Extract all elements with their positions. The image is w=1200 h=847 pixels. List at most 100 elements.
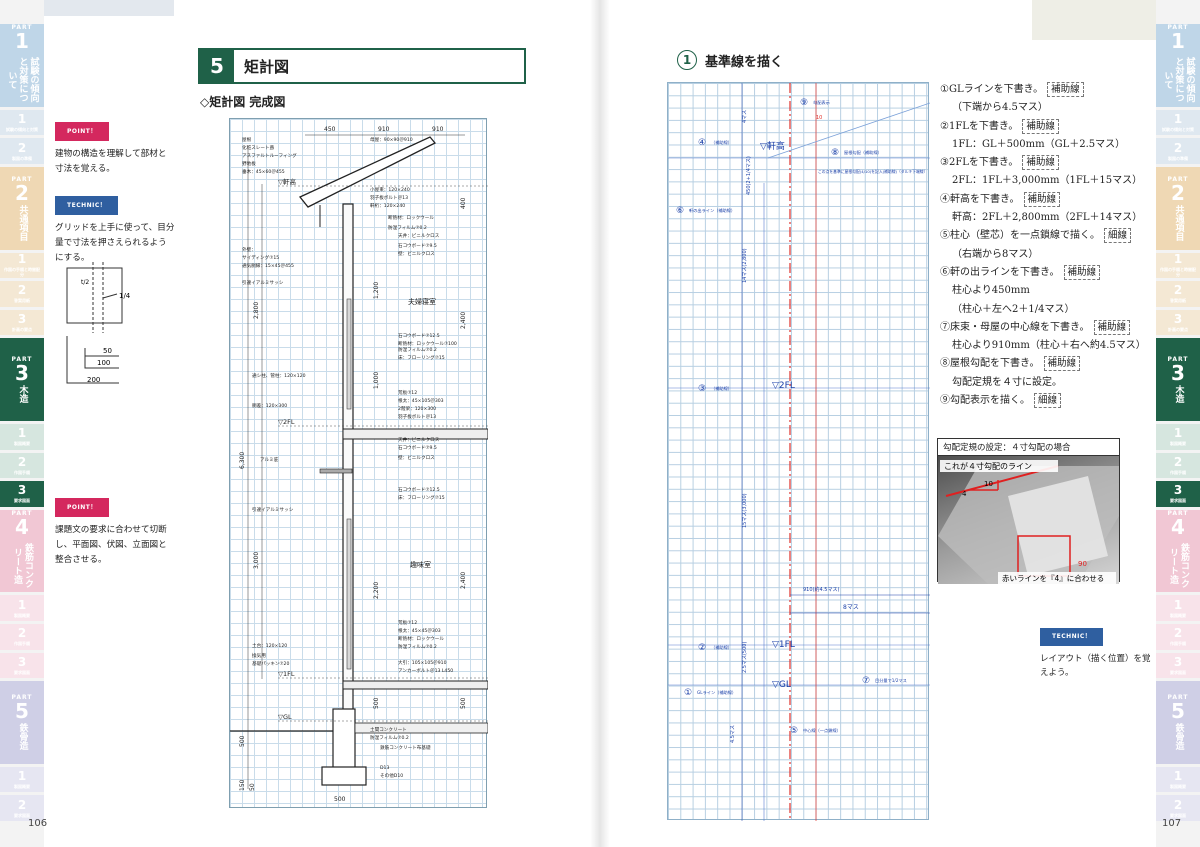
sketch-dimension: 910(約4.5マス) — [803, 586, 839, 593]
level-mark: ▽GL — [278, 713, 292, 721]
chapter-label: 製図の準備 — [1168, 155, 1188, 161]
chapter-number: 2 — [17, 454, 27, 469]
step-detail: 2FL：1FL＋3,000mm（1FL＋15マス） — [940, 172, 1150, 190]
part-label: 鉄筋コンクリート造 — [12, 543, 33, 589]
part-label: 天井：ビニルクロス — [398, 232, 440, 239]
chapter-number: 3 — [1173, 311, 1183, 326]
step-item: ⑨勾配表示を描く。細線 — [940, 392, 1150, 410]
part-number: 2 — [15, 180, 29, 205]
section-heading: 5 矩計図 — [198, 48, 526, 84]
vertical-dimension: 2,400 — [460, 312, 467, 329]
chapter-label: 製図概要 — [1170, 612, 1186, 618]
step-text: ⑧屋根勾配を下書き。 — [940, 358, 1040, 370]
part-number: 2 — [1171, 180, 1185, 205]
part-label: 石コウボード⑦12.5 — [398, 486, 440, 493]
vertical-dimension: 500 — [373, 697, 380, 709]
sketch-dimension: 14マス(2,800) — [742, 248, 748, 283]
chapter-label: 要求図面 — [1170, 498, 1186, 504]
part-label: 通気胴縁：15×45＠455 — [242, 262, 294, 269]
part-label: 化粧スレート葺 — [242, 144, 275, 151]
part-label: 鉄筋コンクリート造 — [1168, 543, 1189, 589]
chapter-number: 2 — [1173, 454, 1183, 469]
sketch-note: （補助線） — [711, 385, 732, 392]
part-number: 4 — [1171, 514, 1185, 539]
photo-image: これが４寸勾配のライン 10 4 90 赤いラインを『4』に合わせる — [938, 456, 1119, 584]
note-technic-1: TECHNIC！ グリッドを上手に使って、目分量で寸法を押さえられるようにする。 — [55, 196, 175, 266]
vertical-dimension: 500 — [239, 735, 246, 747]
slope-value: 10 — [816, 115, 822, 121]
step-item: ②1FLを下書き。補助線 — [940, 118, 1150, 136]
part-number: 5 — [15, 699, 29, 724]
part-word: PART — [1167, 509, 1189, 517]
part-label: 引違イアルミサッシ — [242, 279, 284, 286]
page-number-left: 106 — [28, 818, 48, 829]
drawing-subheading: ◇矩計図 完成図 — [200, 95, 286, 109]
step-detail: 柱心より450mm — [940, 282, 1150, 300]
step-text: 2FL：1FL＋3,000mm（1FL＋15マス） — [952, 175, 1143, 187]
level-mark: ▽軒高 — [278, 177, 296, 186]
chapter-number: 3 — [1173, 654, 1183, 669]
vertical-dimension: 400 — [460, 197, 467, 209]
chapter-number: 2 — [17, 626, 27, 641]
part-label: 羽子板ボルト＠13 — [398, 413, 436, 420]
chapter-label: 要求図面 — [1170, 812, 1186, 818]
part-label: 共通項目 — [1173, 204, 1184, 241]
technic-text-right: レイアウト（描く位置）を覚えよう。 — [1040, 654, 1151, 678]
part-label: 防湿フィルム⑦0.2 — [398, 643, 437, 650]
note-text: グリッドを上手に使って、目分量で寸法を押さえられるようにする。 — [55, 223, 175, 263]
part-label: 母屋：90×90＠910 — [370, 137, 413, 143]
line-type-tag: 補助線 — [1043, 356, 1081, 372]
chapter-number: 2 — [1173, 626, 1183, 641]
part-label: 試験の傾向と対策について — [1162, 57, 1195, 103]
part-word: PART — [1167, 175, 1189, 183]
vertical-dimension: 2,200 — [373, 582, 380, 599]
part-label: 鉄筋コンクリート布基礎 — [380, 744, 431, 751]
label-10: 10 — [984, 480, 993, 488]
line-type-tag: 補助線 — [1023, 191, 1061, 207]
step-text: 柱心より450mm — [952, 285, 1030, 297]
chapter-label: 要求図面 — [14, 812, 30, 818]
sketch-note: （補助線） — [711, 644, 732, 651]
chapter-number: 1 — [17, 769, 27, 784]
part-number: 3 — [1171, 361, 1185, 386]
sketch-marker: ▽GL — [772, 680, 791, 690]
step-detail: 勾配定規を４寸に設定。 — [940, 374, 1150, 392]
part-label: 共通項目 — [17, 204, 28, 241]
part-word: PART — [1167, 356, 1189, 364]
vertical-dimension: 2,400 — [460, 572, 467, 589]
part-label: 小屋束：120×240 — [370, 186, 410, 193]
chapter-label: 計画の要点 — [1168, 326, 1188, 332]
sketch-marker: ② — [698, 643, 706, 653]
dim-200: 200 — [87, 376, 100, 384]
part-label: 荒板⑦12 — [398, 619, 417, 626]
point-badge: POINT！ — [55, 498, 109, 517]
step-text: ①GLラインを下書き。 — [940, 84, 1044, 95]
part-label: 屋根 — [242, 136, 252, 143]
chapter-label: 製図概要 — [14, 441, 30, 447]
part-label: 断熱材：ロックウール — [398, 635, 444, 642]
part-label: 木造 — [17, 385, 28, 404]
sketch-dimension: 450(2+1/4マス) — [746, 156, 752, 195]
sketch-marker: ⑨ — [800, 98, 808, 108]
part-label: 天井：ビニルクロス — [398, 436, 440, 443]
chapter-label: 要求図面 — [14, 498, 30, 504]
part-label: 石コウボード⑦12.5 — [398, 332, 440, 339]
part-word: PART — [11, 175, 33, 183]
foundation-footing — [321, 766, 367, 786]
sketch-note: 中心線（一点鎖線） — [803, 727, 841, 734]
part-label: 木造 — [1173, 385, 1184, 404]
